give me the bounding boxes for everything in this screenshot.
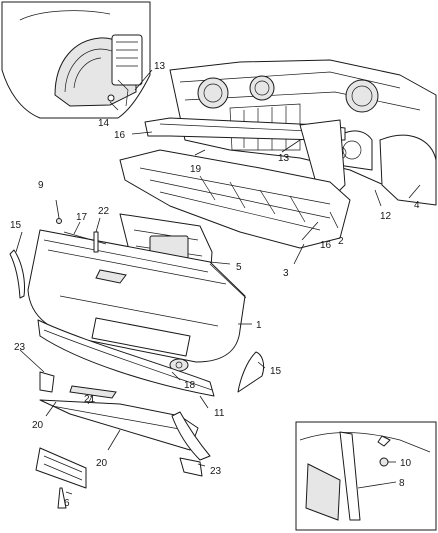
callout-9: 9 bbox=[38, 180, 44, 191]
callout-18: 18 bbox=[184, 380, 196, 391]
callout-4: 4 bbox=[414, 200, 420, 211]
callout-20b: 20 bbox=[96, 458, 108, 469]
callout-8: 8 bbox=[399, 478, 405, 489]
lower-spoiler bbox=[37, 319, 215, 397]
callout-23a: 23 bbox=[14, 342, 26, 353]
callout-20a: 20 bbox=[32, 420, 44, 431]
callout-5: 5 bbox=[236, 262, 242, 273]
leader-lines bbox=[15, 69, 421, 495]
callout-21: 21 bbox=[84, 394, 96, 405]
callout-15b: 15 bbox=[270, 366, 282, 377]
callout-2: 2 bbox=[338, 236, 344, 247]
side-trim-left bbox=[9, 249, 25, 299]
callout-19: 19 bbox=[190, 164, 202, 175]
callout-13a: 13 bbox=[154, 61, 166, 72]
license-bracket bbox=[35, 447, 87, 509]
bumper-fascia bbox=[27, 229, 247, 372]
side-trim-right bbox=[237, 351, 265, 393]
callout-12: 12 bbox=[380, 211, 392, 222]
bracket-right bbox=[179, 457, 203, 477]
callout-13b: 13 bbox=[278, 153, 290, 164]
callout-3: 3 bbox=[283, 268, 289, 279]
callout-15a: 15 bbox=[10, 220, 22, 231]
callout-10: 10 bbox=[400, 458, 412, 469]
wheel-well-detail bbox=[1, 1, 151, 119]
callout-6: 6 bbox=[64, 498, 70, 509]
upper-strip bbox=[56, 218, 107, 253]
callout-22: 22 bbox=[98, 206, 110, 217]
air-deflector bbox=[39, 385, 211, 461]
callout-1: 1 bbox=[256, 320, 262, 331]
callouts: 1 2 3 4 5 6 8 9 10 11 12 13 13 14 15 15 … bbox=[10, 61, 420, 509]
callout-23b: 23 bbox=[210, 466, 222, 477]
callout-16a: 16 bbox=[114, 130, 126, 141]
callout-14: 14 bbox=[98, 118, 110, 129]
callout-16b: 16 bbox=[320, 240, 332, 251]
inset-detail bbox=[295, 421, 437, 531]
callout-17: 17 bbox=[76, 212, 88, 223]
lower-absorber bbox=[119, 149, 351, 249]
callout-11: 11 bbox=[214, 408, 225, 419]
bracket-left bbox=[39, 371, 55, 393]
